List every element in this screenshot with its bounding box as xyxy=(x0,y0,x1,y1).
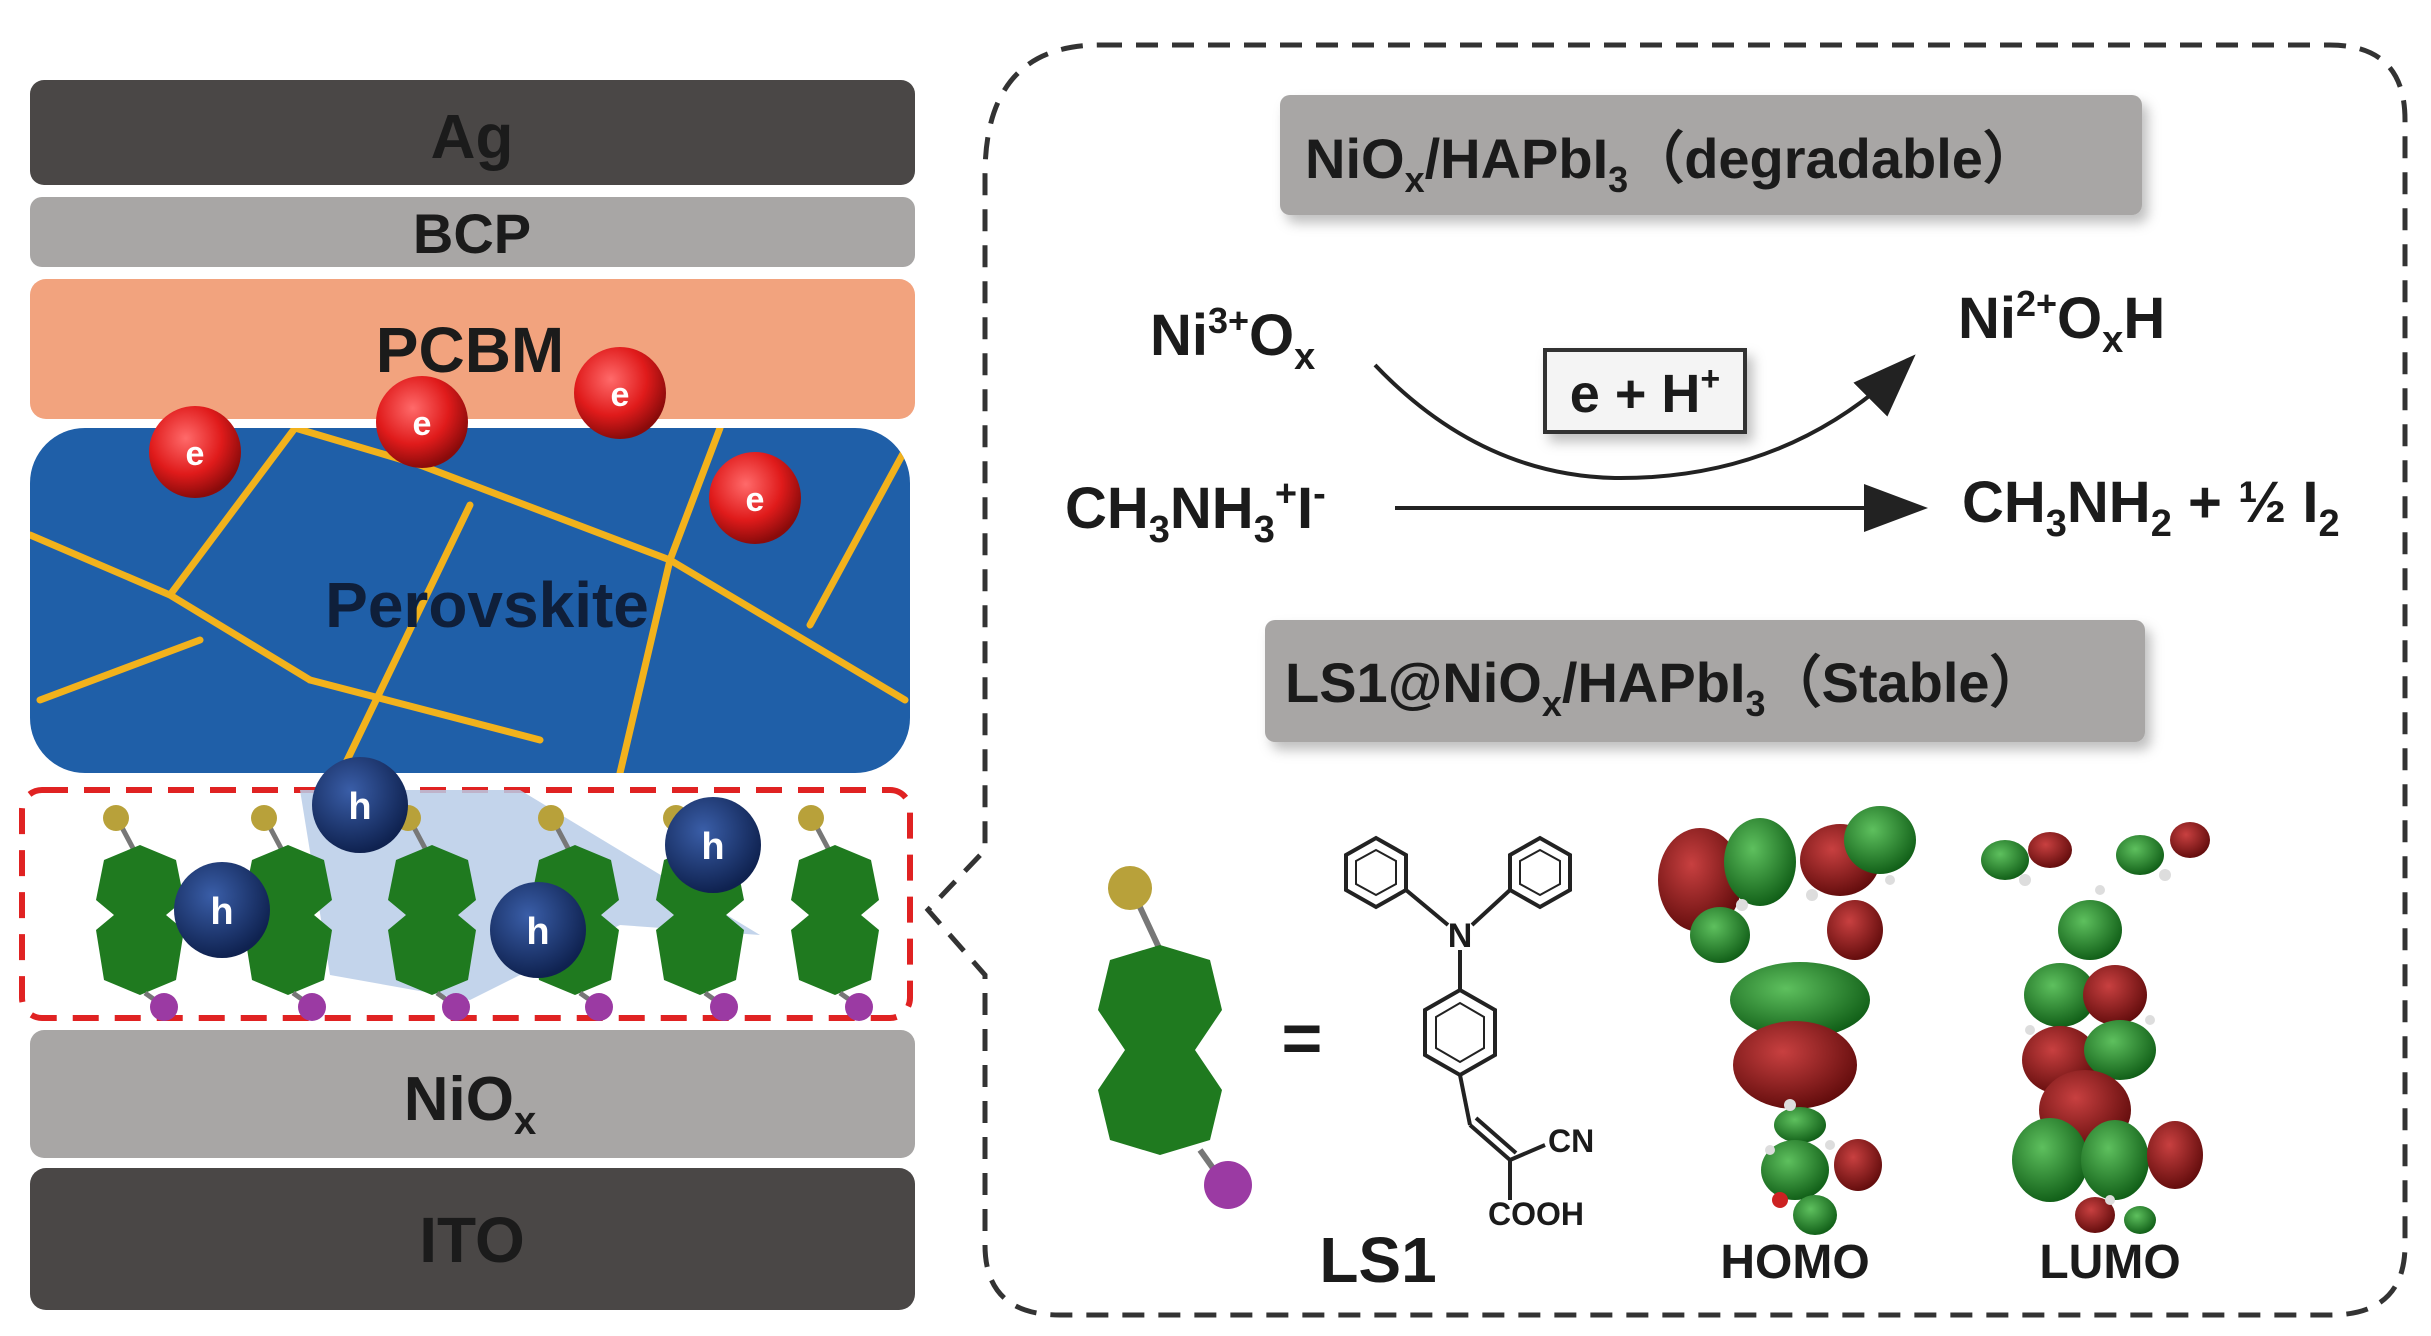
pcbm-label: PCBM xyxy=(376,314,564,386)
stable-label: LS1@NiOx/HAPbI3（Stable） xyxy=(1285,651,2046,724)
reactant-ch3nh3i: CH3NH3+I- xyxy=(1065,473,1326,551)
molecule-symbol xyxy=(1098,866,1252,1209)
cooh-label: COOH xyxy=(1488,1196,1584,1232)
molecule-row xyxy=(96,805,879,1021)
hole: h xyxy=(490,882,586,978)
interlayer-molecule xyxy=(244,805,332,1021)
n-atom-label: N xyxy=(1448,917,1473,955)
degradable-box: NiOx/HAPbI3（degradable） xyxy=(1280,95,2142,215)
homo-orbital xyxy=(1658,806,1916,1235)
device-stack: Ag BCP PCBM Perovskite e xyxy=(19,80,915,1310)
ls1-structure xyxy=(1344,835,1572,1200)
bcp-label: BCP xyxy=(413,202,531,265)
callout-border xyxy=(924,42,2408,1318)
reactant-ni3: Ni3+Ox xyxy=(1150,300,1315,378)
ag-layer xyxy=(30,80,915,185)
interlayer-molecule xyxy=(791,805,879,1021)
hole: h xyxy=(665,797,761,893)
niox-label: NiOx xyxy=(404,1065,536,1143)
electron: e xyxy=(709,452,801,544)
perovskite-label: Perovskite xyxy=(325,569,649,641)
product-ni2: Ni2+OxH xyxy=(1958,283,2165,361)
curved-arrow xyxy=(1373,354,1916,481)
grain-boundaries xyxy=(30,428,909,773)
degradable-label: NiOx/HAPbI3（degradable） xyxy=(1305,127,2039,200)
stable-box: LS1@NiOx/HAPbI3（Stable） xyxy=(1265,620,2145,742)
equals-sign: = xyxy=(1282,999,1323,1077)
mechanism-panel: NiOx/HAPbI3（degradable） Ni3+Ox Ni2+OxH e… xyxy=(924,42,2408,1318)
bcp-layer xyxy=(30,197,915,267)
hole: h xyxy=(312,757,408,853)
svg-text:e: e xyxy=(746,481,765,519)
electron: e xyxy=(149,406,241,498)
svg-text:h: h xyxy=(210,891,233,933)
electrons: e e e e xyxy=(149,347,801,544)
interlayer-molecule xyxy=(96,805,184,1021)
homo-label: HOMO xyxy=(1720,1236,1869,1289)
ag-label: Ag xyxy=(431,103,514,172)
product-ch3nh2-i2: CH3NH2 + ½ I2 xyxy=(1962,470,2340,545)
catalyst-box: e + H+ xyxy=(1543,348,1747,434)
ito-layer xyxy=(30,1168,915,1310)
svg-text:h: h xyxy=(348,786,371,828)
catalyst-label: e + H+ xyxy=(1570,360,1720,424)
svg-text:e: e xyxy=(611,376,630,414)
svg-text:h: h xyxy=(526,911,549,953)
lumo-orbital xyxy=(1981,822,2210,1234)
cn-label: CN xyxy=(1548,1123,1594,1159)
niox-layer xyxy=(30,1030,915,1158)
pcbm-layer xyxy=(30,279,915,419)
ito-label: ITO xyxy=(419,1204,525,1276)
svg-text:h: h xyxy=(701,826,724,868)
svg-text:e: e xyxy=(413,405,432,443)
hole: h xyxy=(174,862,270,958)
ls1-name: LS1 xyxy=(1319,1224,1436,1296)
electron: e xyxy=(376,376,468,468)
holes: h h h h xyxy=(174,757,761,978)
lumo-label: LUMO xyxy=(2039,1236,2180,1289)
svg-text:e: e xyxy=(186,435,205,473)
electron: e xyxy=(574,347,666,439)
